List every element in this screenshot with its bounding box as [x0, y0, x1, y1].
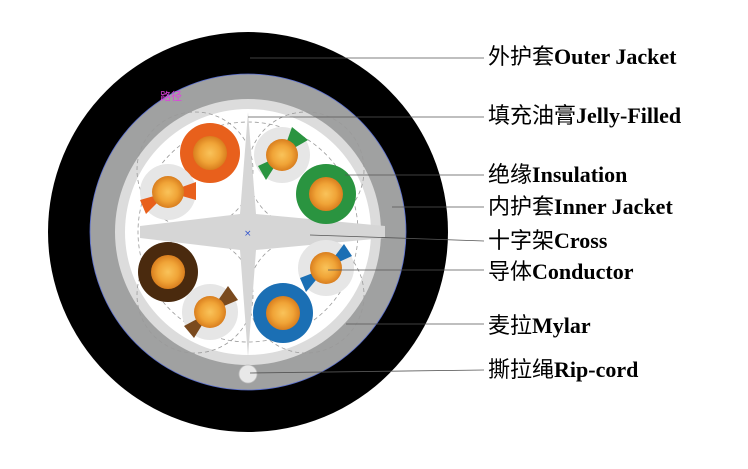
- cross-separator-h: [140, 220, 385, 244]
- green-white-wire-conductor: [266, 139, 298, 171]
- rip-cord: [238, 364, 258, 384]
- labels: 外护套Outer Jacket 填充油膏Jelly-Filled 绝缘Insul…: [488, 44, 681, 382]
- orange-pair: [140, 123, 240, 220]
- label-rip-cord: 撕拉绳Rip-cord: [488, 357, 638, 382]
- brown-white-wire-conductor: [194, 296, 226, 328]
- label-jelly-filled: 填充油膏Jelly-Filled: [488, 103, 681, 128]
- blue-white-wire-conductor: [310, 252, 342, 284]
- blue-wire-conductor: [266, 296, 300, 330]
- orange-wire-conductor: [193, 136, 227, 170]
- leader-lines: [248, 57, 485, 374]
- label-insulation: 绝缘Insulation: [488, 162, 627, 187]
- orange-white-wire-conductor: [152, 176, 184, 208]
- leader-rip-cord: [249, 369, 485, 374]
- leader-cross: [309, 234, 485, 242]
- label-outer-jacket: 外护套Outer Jacket: [488, 44, 677, 69]
- brown-wire-conductor: [151, 255, 185, 289]
- label-cross: 十字架Cross: [488, 228, 608, 253]
- label-conductor: 导体Conductor: [488, 259, 634, 284]
- green-wire-conductor: [309, 177, 343, 211]
- path-mark: 路径: [160, 90, 182, 103]
- center-mark: ×: [244, 229, 252, 239]
- label-inner-jacket: 内护套Inner Jacket: [488, 194, 673, 219]
- green-pair: [254, 127, 356, 224]
- blue-pair: [253, 240, 354, 343]
- label-mylar: 麦拉Mylar: [488, 313, 591, 338]
- brown-pair: [138, 242, 238, 340]
